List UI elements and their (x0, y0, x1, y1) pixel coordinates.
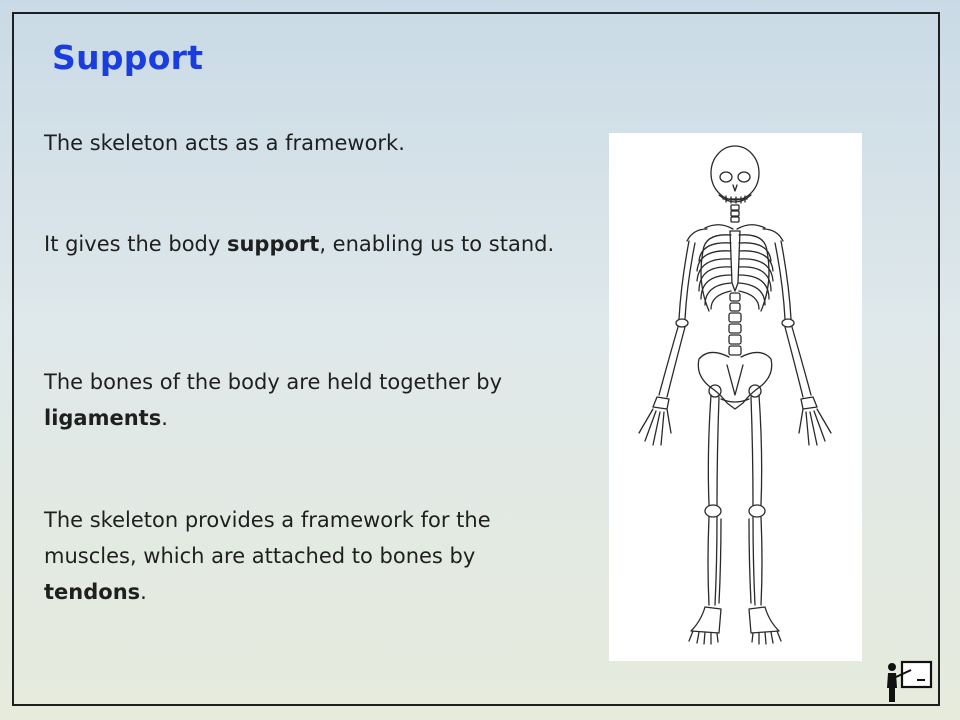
paragraph-ligaments: The bones of the body are held together … (44, 364, 564, 436)
skeleton-image (609, 133, 862, 661)
left-arm (638, 240, 696, 446)
neck-vertebrae (730, 204, 740, 223)
rib-cage (696, 234, 774, 312)
presenter-at-board-icon (885, 657, 933, 705)
paragraph-tendons: The skeleton provides a framework for th… (44, 502, 564, 610)
pelvis (697, 351, 773, 410)
right-leg (748, 394, 782, 645)
skull (710, 145, 760, 204)
paragraph-3-text: The bones of the body are held together … (44, 370, 502, 394)
left-leg (688, 394, 722, 645)
slide-frame (12, 12, 940, 706)
paragraph-2-keyword: support (226, 232, 320, 256)
paragraph-2-text-end: , enabling us to stand. (319, 232, 555, 256)
right-arm (774, 240, 832, 446)
paragraph-3-text-end: . (161, 406, 168, 430)
paragraph-1-text: The skeleton acts as a framework. (44, 131, 405, 155)
sternum (729, 230, 741, 292)
paragraph-framework: The skeleton acts as a framework. (44, 125, 564, 161)
paragraph-3-keyword: ligaments (44, 406, 162, 430)
spine (728, 292, 742, 356)
paragraph-4-keyword: tendons (44, 580, 141, 604)
shoulders (686, 228, 784, 242)
clavicles (704, 224, 766, 230)
paragraph-support: It gives the body support, enabling us t… (44, 226, 564, 262)
slide-title: Support (52, 38, 204, 77)
paragraph-4-text: The skeleton provides a framework for th… (44, 508, 491, 568)
paragraph-4-text-end: . (140, 580, 147, 604)
paragraph-2-text: It gives the body (44, 232, 227, 256)
